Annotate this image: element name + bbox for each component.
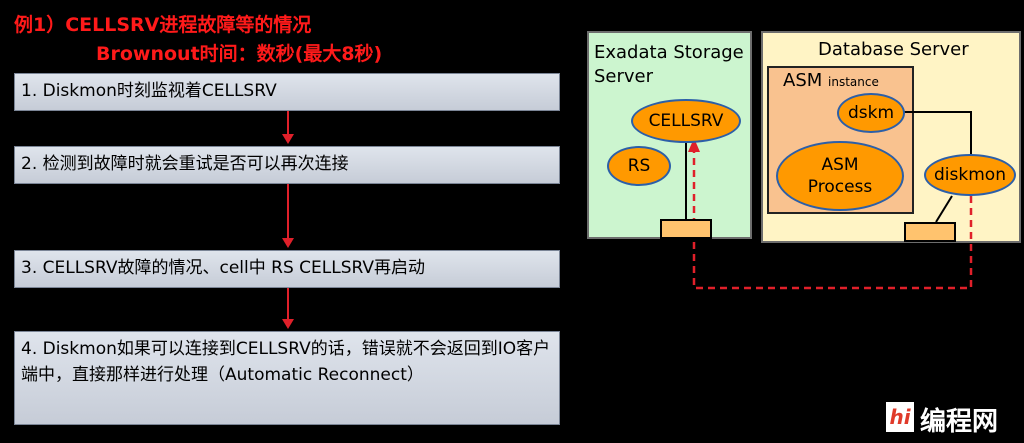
step-1-text: 1. Diskmon时刻监视着CELLSRV — [21, 81, 277, 101]
arrow-3-4-line — [287, 288, 289, 320]
dskm-label: dskm — [847, 103, 895, 123]
asm-process-node: ASM Process — [776, 141, 904, 211]
asm-process-label: ASM Process — [807, 155, 873, 197]
database-server-title: Database Server — [818, 39, 969, 60]
diskmon-node: diskmon — [924, 154, 1016, 196]
diskmon-label: diskmon — [934, 165, 1006, 185]
step-2-text: 2. 检测到故障时就会重试是否可以再次连接 — [21, 154, 349, 174]
cellsrv-label: CELLSRV — [648, 111, 724, 131]
storage-port — [660, 219, 712, 239]
watermark-logo-text: hi — [889, 405, 911, 429]
step-4-box: 4. Diskmon如果可以连接到CELLSRV的话，错误就不会返回到IO客户端… — [14, 331, 560, 425]
watermark-text: 编程网 — [920, 407, 999, 437]
rs-label: RS — [627, 156, 651, 176]
step-3-text: 3. CELLSRV故障的情况、cell中 RS CELLSRV再启动 — [21, 258, 425, 278]
db-port — [904, 222, 956, 242]
step-3-box: 3. CELLSRV故障的情况、cell中 RS CELLSRV再启动 — [14, 250, 560, 288]
step-2-box: 2. 检测到故障时就会重试是否可以再次连接 — [14, 146, 560, 184]
reconnect-arrow-head — [688, 138, 700, 152]
diskmon-port-line — [935, 195, 953, 223]
rs-node: RS — [607, 146, 671, 186]
dskm-diskmon-line — [901, 111, 972, 156]
asm-sub-label: instance — [828, 75, 879, 89]
title-line-2: Brownout时间：数秒(最大8秒) — [96, 43, 383, 65]
dskm-node: dskm — [837, 93, 905, 133]
asm-instance-label: ASM instance — [783, 70, 879, 91]
arrow-2-3-head — [282, 238, 294, 248]
cellsrv-node: CELLSRV — [631, 99, 741, 143]
arrow-3-4-head — [282, 319, 294, 329]
arrow-2-3-line — [287, 184, 289, 239]
asm-label: ASM — [783, 70, 823, 91]
storage-server-title: Exadata Storage Server — [594, 42, 744, 87]
step-1-box: 1. Diskmon时刻监视着CELLSRV — [14, 73, 560, 111]
arrow-1-2-head — [282, 134, 294, 144]
title-line-1: 例1）CELLSRV进程故障等的情况 — [14, 14, 312, 36]
step-4-text: 4. Diskmon如果可以连接到CELLSRV的话，错误就不会返回到IO客户端… — [21, 339, 551, 385]
arrow-1-2-line — [287, 111, 289, 135]
watermark-logo: hi — [886, 402, 914, 432]
